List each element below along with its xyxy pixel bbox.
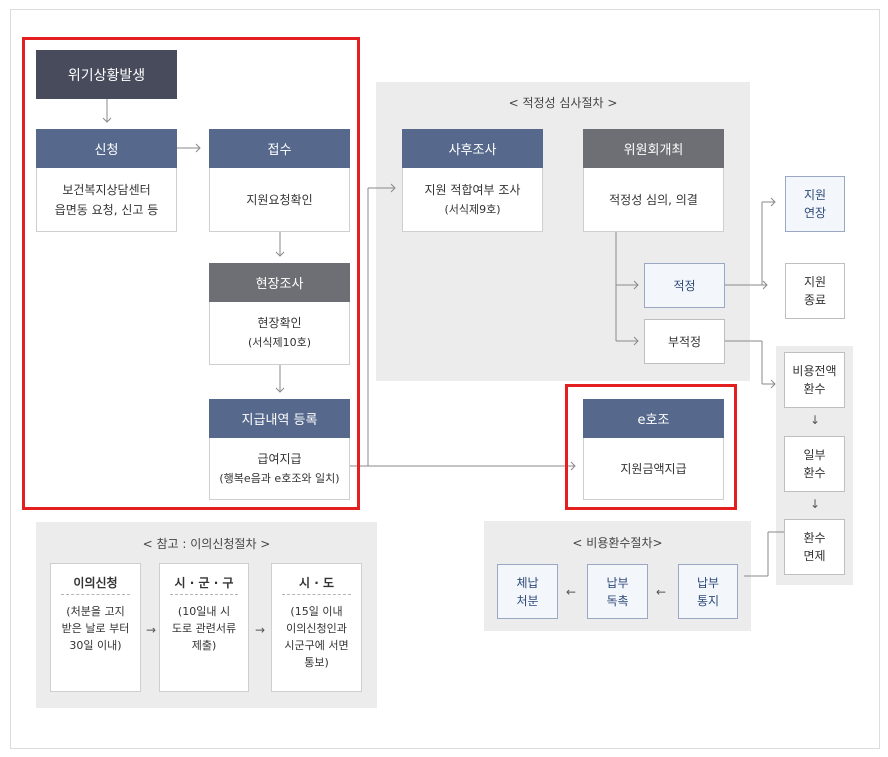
support-end-line-2: 종료: [803, 293, 827, 307]
apply-header: 신청: [36, 129, 177, 168]
receipt-header: 접수: [209, 129, 350, 168]
refund-step-seizure: 체납 처분: [497, 564, 558, 619]
refund-step-seizure-line-1: 체납: [516, 575, 539, 590]
arrow-right-icon: →: [146, 623, 157, 637]
ref-card-sigungu-line-2: 도로 관련서류: [171, 622, 237, 635]
receipt-body: 지원요청확인: [209, 168, 350, 232]
committee-line-1: 적정성 심의, 의결: [609, 192, 698, 207]
ref-card-objection-line-2: 받은 날로 부터: [61, 622, 130, 635]
refund-exempt-box: 환수 면제: [784, 519, 845, 575]
apply-line-1: 보건복지상담센터: [62, 182, 151, 197]
outer-frame: [10, 9, 880, 749]
refund-full-line-2: 환수: [803, 382, 826, 396]
refund-exempt-line-2: 면제: [803, 549, 826, 563]
arrow-down-icon: ↓: [810, 497, 821, 511]
inappropriate-label: 부적정: [667, 334, 702, 349]
ref-card-sigungu-title: 시 · 군 · 구: [174, 576, 234, 590]
support-end-box: 지원 종료: [785, 263, 845, 319]
ehojo-header: e호조: [583, 399, 724, 438]
field-survey-line-1: 현장확인: [257, 316, 302, 330]
support-extend-line-1: 지원: [803, 188, 827, 202]
ref-card-objection-title: 이의신청: [73, 576, 118, 590]
payment-reg-line-1: 급여지급: [257, 451, 302, 466]
field-survey-body: 현장확인 (서식제10호): [209, 302, 350, 365]
apply-line-2: 읍면동 요청, 신고 등: [54, 202, 159, 217]
appropriate-label: 적정: [673, 278, 696, 293]
ref-card-sigungu-line-1: (10일내 시: [177, 605, 231, 618]
ehojo-line-1: 지원금액지급: [620, 461, 687, 476]
arrow-left-icon: ←: [656, 585, 667, 599]
ref-card-sido-line-3: 시군구에 서면: [284, 639, 349, 652]
committee-body: 적정성 심의, 의결: [583, 168, 724, 232]
support-extend-line-2: 연장: [803, 206, 827, 220]
support-end-line-1: 지원: [803, 275, 827, 289]
refund-step-reminder: 납부 독촉: [587, 564, 648, 619]
ref-card-sido-line-1: (15일 이내: [290, 605, 343, 618]
ref-card-objection-line-1: (처분을 고지: [66, 605, 125, 618]
refund-exempt-line-1: 환수: [803, 531, 826, 545]
refund-step-seizure-line-2: 처분: [516, 593, 539, 608]
refund-step-notice-line-2: 통지: [696, 593, 720, 608]
ref-card-sigungu-line-3: 제출): [191, 639, 217, 652]
highlight-frame-local: [22, 37, 360, 510]
inappropriate-box: 부적정: [644, 319, 725, 364]
ref-card-objection: 이의신청 (처분을 고지 받은 날로 부터 30일 이내): [50, 563, 141, 692]
arrow-right-icon: →: [255, 623, 266, 637]
refund-step-reminder-line-1: 납부: [606, 575, 629, 590]
ref-card-sido: 시 · 도 (15일 이내 이의신청인과 시군구에 서면 통보): [271, 563, 362, 692]
highlight-frame-ehojo: [565, 384, 737, 510]
post-survey-header: 사후조사: [402, 129, 543, 168]
arrow-down-icon: ↓: [810, 413, 821, 427]
review-title: < 적정성 심사절차 >: [508, 96, 618, 110]
ref-card-sido-line-4: 통보): [304, 656, 329, 669]
refund-partial-box: 일부 환수: [784, 436, 845, 492]
receipt-line-1: 지원요청확인: [246, 192, 313, 207]
ref-card-sido-title: 시 · 도: [299, 576, 334, 590]
refund-step-reminder-line-2: 독촉: [606, 593, 629, 608]
refund-partial-line-2: 환수: [803, 466, 826, 480]
field-survey-header: 현장조사: [209, 263, 350, 302]
refund-partial-line-1: 일부: [803, 448, 826, 462]
apply-body: 보건복지상담센터 읍면동 요청, 신고 등: [36, 168, 177, 232]
crisis-occurrence: 위기상황발생: [36, 50, 177, 99]
ehojo-body: 지원금액지급: [583, 438, 724, 500]
post-survey-body: 지원 적합여부 조사 (서식제9호): [402, 168, 543, 232]
post-survey-line-2: (서식제9호): [444, 202, 501, 216]
committee-header: 위원회개최: [583, 129, 724, 168]
reference-title: < 참고 : 이의신청절차 >: [142, 537, 271, 551]
appropriate-box: 적정: [644, 263, 725, 308]
refund-process-title: < 비용환수절차>: [572, 536, 663, 550]
divider: [61, 594, 130, 595]
refund-step-notice-line-1: 납부: [696, 575, 720, 590]
payment-reg-header: 지급내역 등록: [209, 399, 350, 438]
ref-card-objection-line-3: 30일 이내): [69, 639, 122, 652]
refund-full-box: 비용전액 환수: [784, 352, 845, 408]
divider: [170, 594, 238, 595]
payment-reg-line-2: (행복e음과 e호조와 일치): [219, 471, 340, 485]
post-survey-line-1: 지원 적합여부 조사: [424, 182, 521, 197]
ref-card-sigungu: 시 · 군 · 구 (10일내 시 도로 관련서류 제출): [159, 563, 249, 692]
payment-reg-body: 급여지급 (행복e음과 e호조와 일치): [209, 438, 350, 500]
ref-card-sido-line-2: 이의신청인과: [286, 622, 347, 635]
refund-step-notice: 납부 통지: [678, 564, 738, 619]
support-extend-box: 지원 연장: [785, 176, 845, 232]
arrow-left-icon: ←: [566, 585, 577, 599]
divider: [282, 594, 351, 595]
field-survey-line-2: (서식제10호): [247, 336, 312, 349]
refund-full-line-1: 비용전액: [792, 364, 837, 378]
